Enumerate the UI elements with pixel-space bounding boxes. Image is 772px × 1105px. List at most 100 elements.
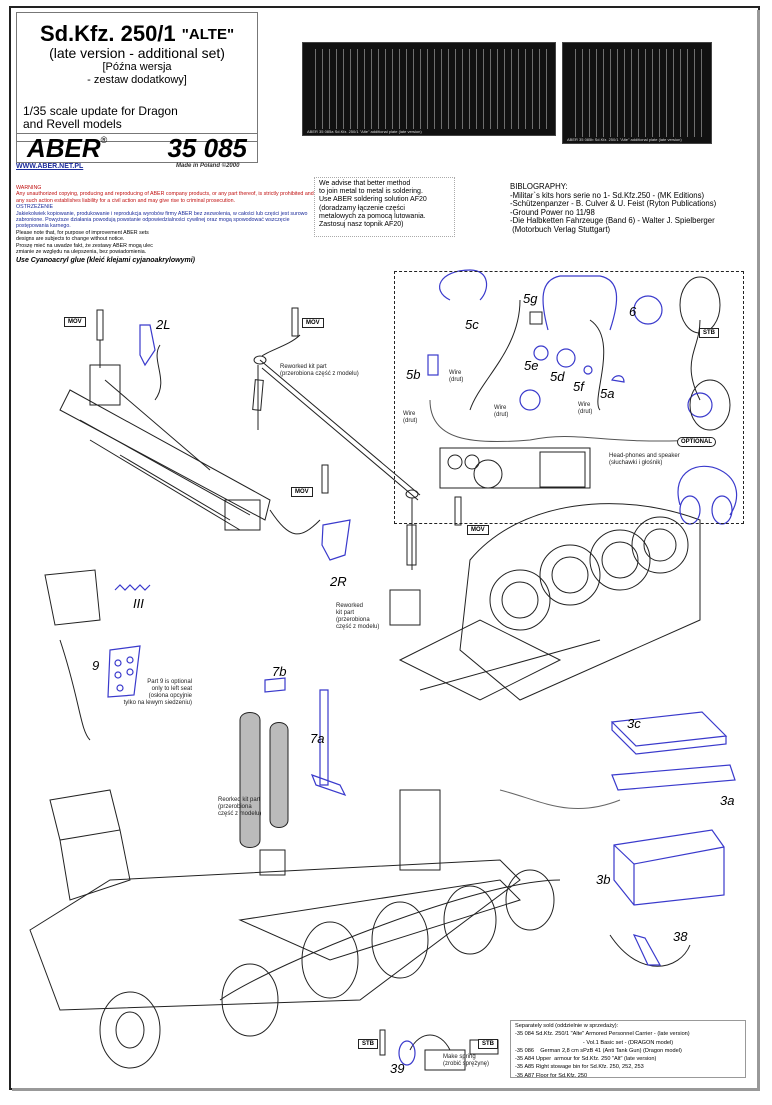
note-line: Reorked kit part — [218, 797, 261, 803]
note-line: kit part — [336, 610, 355, 616]
separately-sold-heading: Separately sold (oddzielnie w sprzedaży)… — [515, 1023, 619, 1029]
bibliography-item: -Militar`s kits hors serie no 1- Sd.Kfz.… — [510, 190, 705, 200]
part-label-5e: 5e — [524, 358, 539, 373]
part-label-3a: 3a — [720, 793, 735, 808]
solder-line: metalowych za pomocą lutowania. — [319, 212, 426, 220]
warning-heading-polish: OSTRZEŻENIE — [16, 204, 54, 211]
etch-sheet-label: ABER 35 085b Sd.Kfz. 250/1 "Alte" additi… — [567, 137, 682, 142]
made-in-label: Made in Poland ©2000 — [176, 163, 240, 169]
solder-line: to join metal to metal is soldering. — [319, 188, 423, 196]
soldering-note: We advise that better method to join met… — [314, 177, 455, 237]
subtitle-polish-2: - zestaw dodatkowy] — [87, 74, 187, 86]
note-part9-optional: Part 9 is optional only to left seat (os… — [115, 679, 192, 707]
part-label-38: 38 — [673, 929, 688, 944]
optional-tag: OPTIONAL — [677, 437, 716, 447]
part-9 — [107, 645, 141, 698]
note-wire: Wire (drut) — [578, 402, 592, 416]
note-reworked-part: Reworked kit part (przerobiona część z m… — [280, 364, 359, 378]
note-wire: Wire (drut) — [449, 370, 463, 384]
note-line: część z modelu) — [336, 624, 380, 630]
part-III — [114, 584, 151, 591]
part-7a — [319, 689, 329, 786]
note-line: Reworked — [336, 603, 364, 609]
note-wire: Wire (drut) — [403, 411, 417, 425]
part-label-7b: 7b — [272, 664, 287, 679]
note-line: (przerobiona część z modelu) — [280, 371, 359, 377]
product-number: 35 085 — [167, 133, 247, 163]
part-5f — [583, 365, 593, 375]
scale-line-2: and Revell models — [23, 117, 122, 131]
part-label-6: 6 — [629, 304, 637, 319]
separately-sold-box: Separately sold (oddzielnie w sprzedaży)… — [510, 1020, 746, 1079]
note-line: tylko na lewym siedzeniu) — [123, 700, 192, 706]
separately-sold-item: -35 A85 Right stowage bin for Sd.Kfz. 25… — [515, 1064, 644, 1071]
leaf-spring-assembly — [59, 364, 271, 531]
part-3c-battery-lid — [610, 711, 728, 755]
note-line: Wire — [578, 402, 591, 408]
tie-rod — [259, 359, 421, 501]
reworked-plate — [269, 722, 289, 828]
mov-tag: MOV — [64, 317, 86, 327]
pin — [321, 464, 329, 494]
note-line: (osłona opcyjnie — [148, 693, 192, 699]
pedal — [44, 569, 101, 626]
headphones — [677, 465, 738, 516]
registered-mark: ® — [100, 135, 108, 145]
mov-tag: MOV — [467, 525, 489, 535]
part-7b — [264, 677, 286, 693]
part-label-2L: 2L — [156, 317, 171, 332]
note-reworked-kit-part: Reworked kit part (przerobiona część z m… — [336, 603, 379, 631]
brand-block: ABER® 35 085 — [16, 133, 258, 163]
pin — [291, 307, 299, 337]
glue-instruction: Use Cyanoacryl glue (kleić klejami cyjan… — [16, 257, 195, 265]
part-label-III: III — [133, 596, 144, 611]
note-line: (słuchawki i głośnik) — [609, 460, 663, 466]
headphone-cup — [519, 389, 541, 411]
note-line: only to left seat — [151, 686, 192, 692]
note-line: (drut) — [403, 418, 418, 424]
part-label-39: 39 — [390, 1061, 405, 1076]
note-line: (drut) — [494, 412, 509, 418]
part-label-5c: 5c — [465, 317, 479, 332]
part-label-5f: 5f — [573, 379, 584, 394]
part-label-9: 9 — [92, 658, 100, 673]
etch-parts-pattern — [309, 49, 549, 129]
etch-sheet-label: ABER 35 085a Sd.Kfz. 250/1 "Alte" additi… — [307, 129, 422, 134]
part-5d — [556, 348, 576, 368]
bibliography-heading: BIBLOGRAPHY: — [510, 182, 568, 191]
warning-heading: WARNING — [16, 185, 42, 191]
part-6-speaker-grille — [633, 295, 663, 325]
improvement-notice-polish: Proszę mieć na uwadze fakt, że zestawy A… — [16, 242, 153, 256]
part-2L — [139, 324, 156, 367]
note-line: (drut) — [578, 409, 593, 415]
photo-etch-sheet-b: ABER 35 085b Sd.Kfz. 250/1 "Alte" additi… — [562, 42, 712, 144]
mov-tag: MOV — [302, 318, 324, 328]
part-label-5a: 5a — [600, 386, 615, 401]
note-line: (drut) — [449, 377, 464, 383]
part-label-3c: 3c — [627, 716, 641, 731]
brand-name: ABER — [27, 133, 101, 163]
scale-note: 1/35 scale update for Dragon and Revell … — [23, 105, 178, 131]
separately-sold-item: -35 084 Sd.Kfz. 250/1 "Alte" Armored Per… — [515, 1031, 690, 1038]
note-make-spring: Make spring (zrobić sprężynę) — [443, 1054, 489, 1068]
part-39-washer — [398, 1040, 416, 1066]
note-reorked-kit-part: Reorked kit part (przerobiona część z mo… — [218, 797, 261, 818]
solder-line: (doradzamy łączenie części — [319, 204, 405, 212]
separately-sold-item: - Vol.1 Basic set - (DRAGON model) — [582, 1039, 674, 1046]
bibliography-item: -Ground Power no 11/98 — [510, 207, 595, 217]
part-38 — [632, 934, 662, 966]
stb-tag: STB — [699, 328, 719, 338]
website-link[interactable]: WWW.ABER.NET.PL — [16, 163, 84, 170]
bibliography-item: -Die Halbketten Fahrzeuge (Band 6) - Wal… — [510, 216, 715, 226]
note-line: Reworked kit part — [280, 364, 327, 370]
note-line: część z modelu) — [218, 811, 262, 817]
photo-etch-sheet-a: ABER 35 085a Sd.Kfz. 250/1 "Alte" additi… — [302, 42, 556, 136]
part-2R — [321, 519, 351, 561]
title-text: Sd.Kfz. 250/1 — [39, 21, 176, 46]
part-label-7a: 7a — [310, 731, 325, 746]
page-border-shadow-right — [757, 10, 760, 1091]
note-line: Head-phones and speaker — [609, 453, 680, 459]
pin — [96, 309, 104, 341]
solder-line: We advise that better method — [319, 180, 411, 187]
